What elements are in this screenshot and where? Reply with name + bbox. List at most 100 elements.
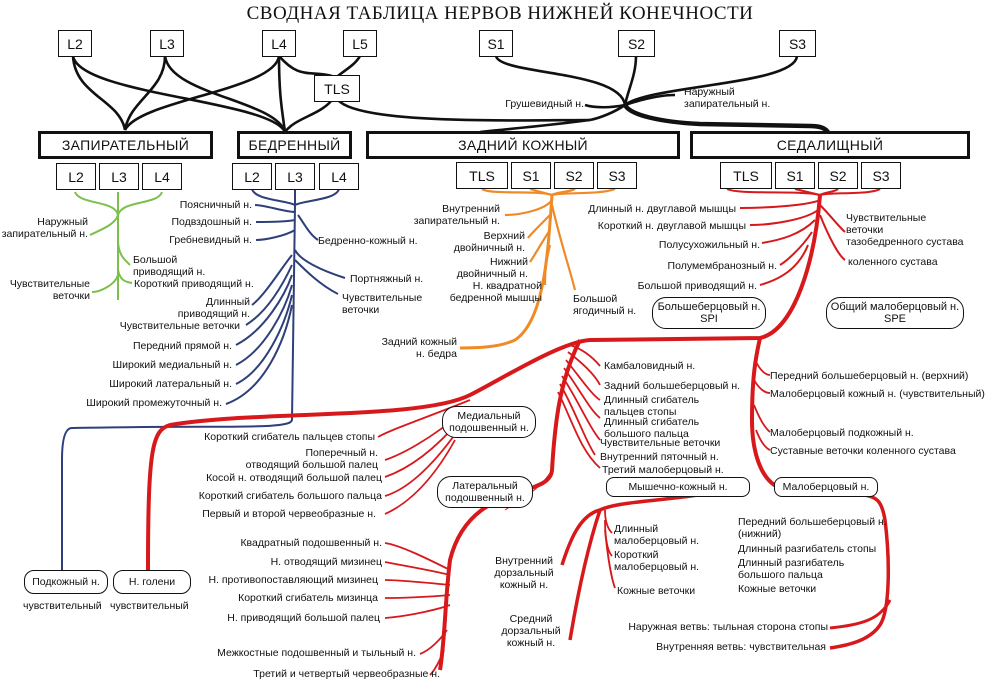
femoral-root-l2: L2 xyxy=(232,163,272,190)
tibial-branch-label: Внутренний пяточный н. xyxy=(600,451,719,463)
lateral-plantar-branch-label: Квадратный подошвенный н. xyxy=(240,537,382,549)
sciatic-root-s3: S3 xyxy=(861,162,901,189)
sciatic-branch-label: Короткий н. двуглавой мышцы xyxy=(597,220,746,232)
medial-plantar-branch-label: Короткий сгибатель большого пальца xyxy=(198,490,382,502)
posterior-wires xyxy=(459,187,616,350)
obturator-group: ЗАПИРАТЕЛЬНЫЙ xyxy=(38,131,213,159)
foot-branch-label: Внутренняя ветвь: чувствительная xyxy=(656,641,826,653)
medial-plantar-branch-label: Первый и второй червеобразные н. xyxy=(202,508,376,520)
piriformis-label: Грушевидный н. xyxy=(505,98,584,110)
root-l5-box: L5 xyxy=(343,30,377,57)
femoral-wires xyxy=(61,188,346,570)
tibial-branch-label: Камбаловидный н. xyxy=(604,360,696,372)
sciatic-root-s2: S2 xyxy=(818,162,858,189)
medial-plantar-branch-label: Поперечный н.отводящий большой палец xyxy=(245,447,378,471)
medial-plantar-branch-label: Короткий сгибатель пальцев стопы xyxy=(204,431,375,443)
posterior-root-tls: TLS xyxy=(456,162,508,189)
sciatic-group: СЕДАЛИЩНЫЙ xyxy=(690,131,970,159)
sciatic-root-s1: S1 xyxy=(775,162,815,189)
deep-peroneal-branch-label: Передний большеберцовый н.(нижний) xyxy=(738,516,887,540)
peroneal-branch-label: Малоберцовый кожный н. (чувствительный) xyxy=(770,388,985,400)
musculocutaneous-branch-label: Кожные веточки xyxy=(617,585,696,597)
tibial-branch-label: Чувствительные веточки xyxy=(600,437,721,449)
sciatic-wires xyxy=(146,188,892,676)
saphenous-pill: Подкожный н. xyxy=(24,570,108,594)
plexus-wires xyxy=(71,55,830,134)
lateral-plantar-branch-label: Третий и четвертый червеобразные н. xyxy=(253,668,440,680)
posterior-root-s3: S3 xyxy=(597,162,637,189)
femoral-branch-label: Подвздошный н. xyxy=(171,216,252,228)
tibial-branch-label: Третий малоберцовый н. xyxy=(602,464,724,476)
saphenous-sub-label: чувствительный xyxy=(23,600,102,612)
posterior-root-s1: S1 xyxy=(511,162,551,189)
obturator-root-l2: L2 xyxy=(56,163,96,190)
medial-plantar-branch-label: Косой н. отводящий большой палец xyxy=(206,472,382,484)
femoral-branch-label: Бедренно-кожный н. xyxy=(318,235,418,247)
peroneal-branch-label: Малоберцовый подкожный н. xyxy=(770,427,914,439)
sciatic-branch-label: коленного сустава xyxy=(848,256,938,268)
femoral-branch-label: Передний прямой н. xyxy=(132,340,232,352)
peroneal-branch-label: Передний большеберцовый н. (верхний) xyxy=(770,370,969,382)
deep-peroneal-branch-label: Кожные веточки xyxy=(738,583,817,595)
tibial-branch-label: Задний большеберцовый н. xyxy=(604,380,741,392)
sciatic-branch-label: Большой приводящий н. xyxy=(637,280,757,292)
femoral-branch-label: Широкий медиальный н. xyxy=(112,359,232,371)
root-s2-box: S2 xyxy=(618,30,655,57)
common-peroneal-pill: Общий малоберцовый н.SPE xyxy=(826,297,964,329)
femoral-root-l4: L4 xyxy=(319,163,359,190)
peroneal-branch-label: Суставные веточки коленного сустава xyxy=(770,445,956,457)
lateral-plantar-branch-label: Н. отводящий мизинец xyxy=(270,556,382,568)
leg-nerve-pill: Н. голени xyxy=(113,570,191,594)
obturator-branch-label: Короткий приводящий н. xyxy=(134,278,254,290)
root-s3-box: S3 xyxy=(779,30,816,57)
obturator-wires xyxy=(74,191,163,300)
lateral-plantar-branch-label: Н. противопоставляющий мизинец xyxy=(208,574,378,586)
root-tls-box: TLS xyxy=(314,75,360,102)
femoral-branch-label: Гребневидный н. xyxy=(169,234,252,246)
tibial-nerve-pill: Большеберцовый н.SPI xyxy=(652,297,766,329)
femoral-group: БЕДРЕННЫЙ xyxy=(237,131,352,159)
sciatic-branch-label: Длинный н. двуглавой мышцы xyxy=(588,203,736,215)
root-l3-box: L3 xyxy=(150,30,184,57)
deep-peroneal-branch-label: Длинный разгибатель стопы xyxy=(738,543,877,555)
obturator-root-l3: L3 xyxy=(99,163,139,190)
sciatic-branch-label: Полусухожильный н. xyxy=(658,239,760,251)
foot-branch-label: Наружная ветвь: тыльная сторона стопы xyxy=(628,621,828,633)
root-l4-box: L4 xyxy=(262,30,296,57)
femoral-root-l3: L3 xyxy=(275,163,315,190)
sciatic-root-tls: TLS xyxy=(720,162,772,189)
obturator-root-l4: L4 xyxy=(142,163,182,190)
root-l2-box: L2 xyxy=(58,30,92,57)
femoral-branch-label: Поясничный н. xyxy=(179,199,252,211)
musculocutaneous-pill: Мышечно-кожный н. xyxy=(606,477,750,497)
femoral-branch-label: Чувствительные веточки xyxy=(119,320,240,332)
femoral-branch-label: Широкий латеральный н. xyxy=(109,378,232,390)
deep-peroneal-pill: Малоберцовый н. xyxy=(774,477,878,497)
lateral-plantar-branch-label: Межкостные подошвенный и тыльный н. xyxy=(217,647,416,659)
leg-nerve-sub-label: чувствительный xyxy=(110,600,189,612)
root-s1-box: S1 xyxy=(479,30,513,57)
sciatic-branch-label: Полумембранозный н. xyxy=(667,260,777,272)
